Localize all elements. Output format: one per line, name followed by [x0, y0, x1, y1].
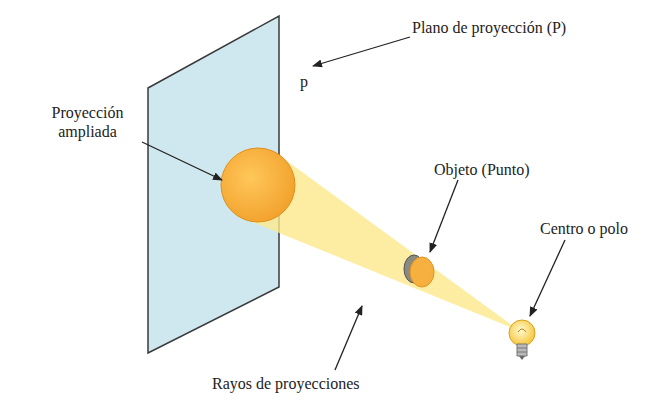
projection-label: Proyección ampliada	[30, 103, 145, 141]
leader-arrow	[142, 142, 222, 180]
rays-label: Rayos de proyecciones	[212, 374, 360, 393]
leader-arrow	[430, 180, 458, 252]
plane-label: Plano de proyección (P)	[412, 18, 566, 37]
object-label: Objeto (Punto)	[434, 160, 530, 179]
light-bulb	[509, 320, 535, 360]
leader-arrow	[530, 240, 565, 316]
leader-arrow	[313, 37, 410, 66]
enlarged-projection	[221, 148, 295, 222]
center-label: Centro o polo	[540, 219, 628, 238]
leader-arrow	[335, 306, 362, 370]
object-point	[410, 257, 434, 287]
plane-letter: p	[300, 72, 308, 91]
